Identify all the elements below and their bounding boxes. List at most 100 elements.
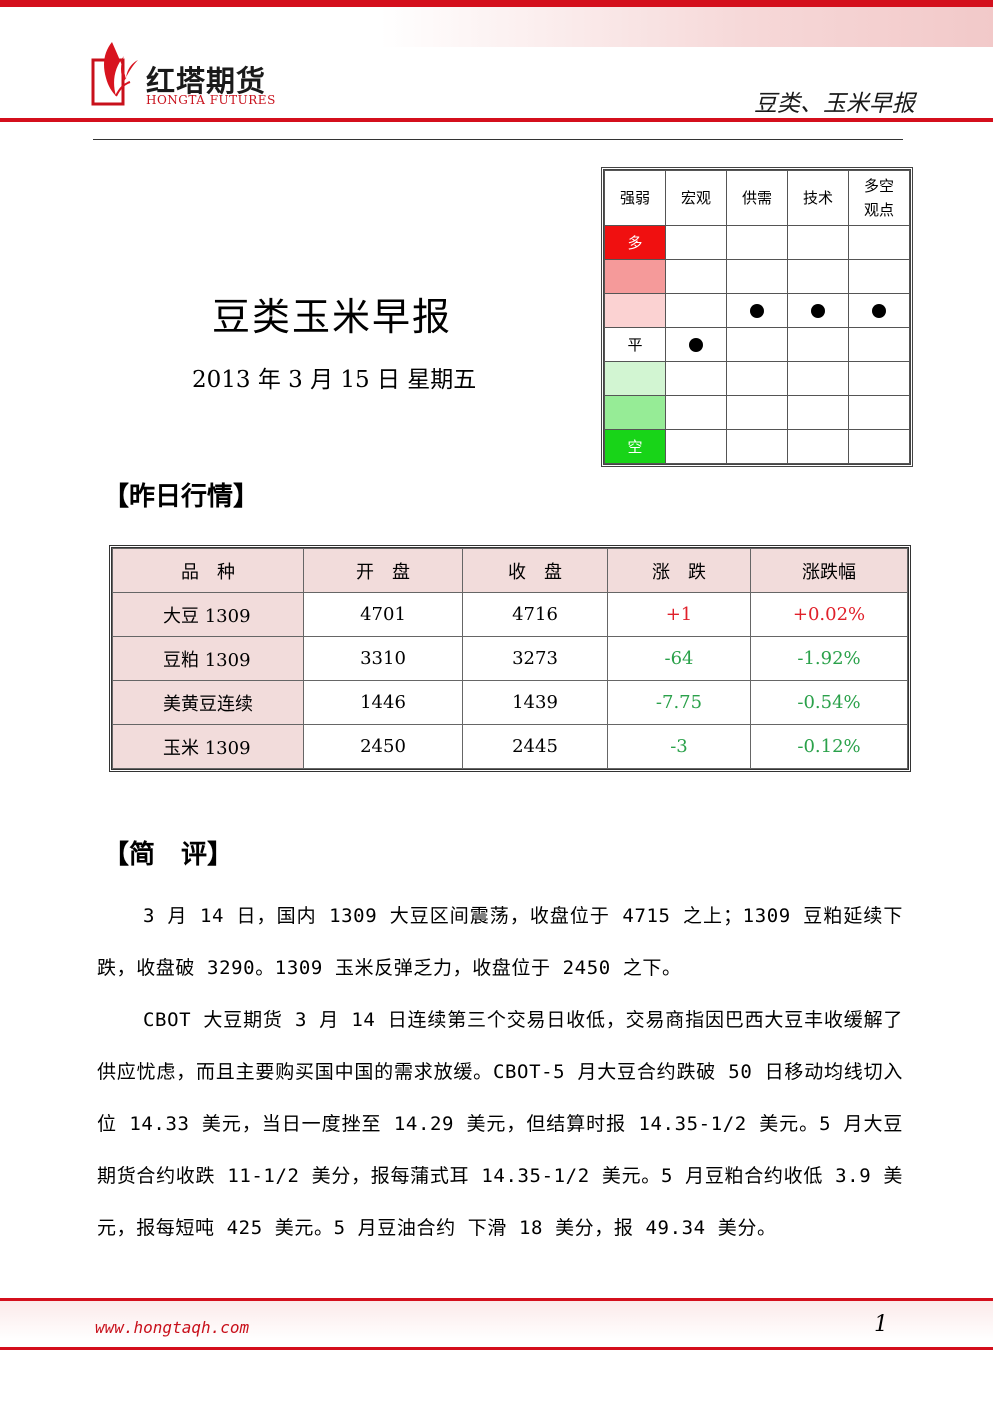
rating-cell <box>787 259 849 294</box>
rating-cell <box>787 327 849 362</box>
rating-cell <box>726 293 788 328</box>
rating-header-view: 多空观点 <box>848 170 910 226</box>
page-number: 1 <box>874 1312 888 1337</box>
rating-row <box>604 361 910 396</box>
section-heading-commentary: 【简 评】 <box>103 840 234 870</box>
rating-cell <box>848 259 910 294</box>
rating-row: 平 <box>604 327 910 362</box>
rating-cell <box>726 429 788 464</box>
quote-pct: -0.12% <box>750 724 908 769</box>
table-row: 美黄豆连续 1446 1439 -7.75 -0.54% <box>112 680 908 725</box>
commentary-paragraph-1: 3 月 14 日，国内 1309 大豆区间震荡，收盘位于 4715 之上；130… <box>97 905 903 979</box>
rating-level-cell: 多 <box>604 225 666 260</box>
hongta-logo-icon <box>91 42 138 106</box>
footer-band <box>0 1301 993 1341</box>
quote-name: 豆粕 1309 <box>112 636 304 681</box>
quote-close: 1439 <box>462 680 608 725</box>
rating-dot-icon <box>750 304 764 318</box>
quotes-header-close: 收 盘 <box>462 548 608 593</box>
document-title: 豆类玉米早报 <box>212 295 453 339</box>
footer-top-rule <box>0 1298 993 1301</box>
header-gradient <box>380 7 993 47</box>
rating-cell <box>787 429 849 464</box>
quote-name: 大豆 1309 <box>112 592 304 637</box>
quote-close: 4716 <box>462 592 608 637</box>
rating-cell <box>726 225 788 260</box>
rating-row <box>604 259 910 294</box>
rating-level-cell: 空 <box>604 429 666 464</box>
rating-cell <box>848 327 910 362</box>
rating-dot-icon <box>872 304 886 318</box>
rating-cell <box>726 259 788 294</box>
quote-change: -7.75 <box>607 680 751 725</box>
quote-pct: -1.92% <box>750 636 908 681</box>
rating-cell <box>665 293 727 328</box>
rating-level-cell: 平 <box>604 327 666 362</box>
rating-level-cell <box>604 395 666 430</box>
rating-dot-icon <box>811 304 825 318</box>
page-header <box>0 0 993 122</box>
section-heading-market: 【昨日行情】 <box>103 482 260 512</box>
commentary-paragraph-2: CBOT 大豆期货 3 月 14 日连续第三个交易日收低，交易商指因巴西大豆丰收… <box>97 1009 903 1239</box>
rating-cell <box>787 293 849 328</box>
quotes-header-pct: 涨跌幅 <box>750 548 908 593</box>
quote-open: 1446 <box>303 680 463 725</box>
quote-open: 2450 <box>303 724 463 769</box>
rating-dot-icon <box>689 338 703 352</box>
rating-cell <box>726 327 788 362</box>
rating-cell <box>665 259 727 294</box>
quotes-header-name: 品 种 <box>112 548 304 593</box>
rating-level-cell <box>604 293 666 328</box>
document-date: 2013 年 3 月 15 日 星期五 <box>192 367 477 393</box>
market-quotes-table: 品 种 开 盘 收 盘 涨 跌 涨跌幅 大豆 1309 4701 4716 +1… <box>109 545 911 772</box>
rating-cell <box>787 395 849 430</box>
footer-website-link[interactable]: www.hongtaqh.com <box>95 1318 250 1337</box>
table-row: 大豆 1309 4701 4716 +1 +0.02% <box>112 592 908 637</box>
rating-header-row: 强弱 宏观 供需 技术 多空观点 <box>604 170 910 226</box>
quote-pct: +0.02% <box>750 592 908 637</box>
quote-pct: -0.54% <box>750 680 908 725</box>
rating-cell <box>848 361 910 396</box>
table-row: 豆粕 1309 3310 3273 -64 -1.92% <box>112 636 908 681</box>
header-bottom-rule <box>0 118 993 122</box>
quotes-header-open: 开 盘 <box>303 548 463 593</box>
logo-text-en: HONGTA FUTURES <box>146 93 276 107</box>
quote-close: 2445 <box>462 724 608 769</box>
quote-name: 玉米 1309 <box>112 724 304 769</box>
rating-cell <box>848 225 910 260</box>
rating-row <box>604 293 910 328</box>
separator-line <box>93 139 903 140</box>
quote-name: 美黄豆连续 <box>112 680 304 725</box>
rating-cell <box>787 361 849 396</box>
footer-bottom-rule <box>0 1347 993 1350</box>
header-top-rule <box>0 0 993 7</box>
rating-level-cell <box>604 259 666 294</box>
rating-cell <box>848 395 910 430</box>
rating-header-macro: 宏观 <box>665 170 727 226</box>
rating-cell <box>848 429 910 464</box>
quote-change: -64 <box>607 636 751 681</box>
quote-change: -3 <box>607 724 751 769</box>
quotes-grid: 品 种 开 盘 收 盘 涨 跌 涨跌幅 大豆 1309 4701 4716 +1… <box>112 548 908 769</box>
quote-change: +1 <box>607 592 751 637</box>
rating-cell <box>665 429 727 464</box>
rating-header-strength: 强弱 <box>604 170 666 226</box>
rating-table: 强弱 宏观 供需 技术 多空观点 多 平 <box>604 170 910 464</box>
rating-cell <box>726 361 788 396</box>
rating-cell <box>848 293 910 328</box>
rating-cell <box>726 395 788 430</box>
rating-cell <box>787 225 849 260</box>
rating-header-technical: 技术 <box>787 170 849 226</box>
rating-row: 空 <box>604 429 910 464</box>
rating-row <box>604 395 910 430</box>
rating-cell <box>665 395 727 430</box>
rating-header-supply: 供需 <box>726 170 788 226</box>
rating-cell <box>665 361 727 396</box>
rating-cell <box>665 225 727 260</box>
quote-open: 3310 <box>303 636 463 681</box>
table-row: 玉米 1309 2450 2445 -3 -0.12% <box>112 724 908 769</box>
rating-cell <box>665 327 727 362</box>
quote-open: 4701 <box>303 592 463 637</box>
header-title: 豆类、玉米早报 <box>754 91 915 117</box>
logo-text-cn: 红塔期货 <box>146 64 267 98</box>
